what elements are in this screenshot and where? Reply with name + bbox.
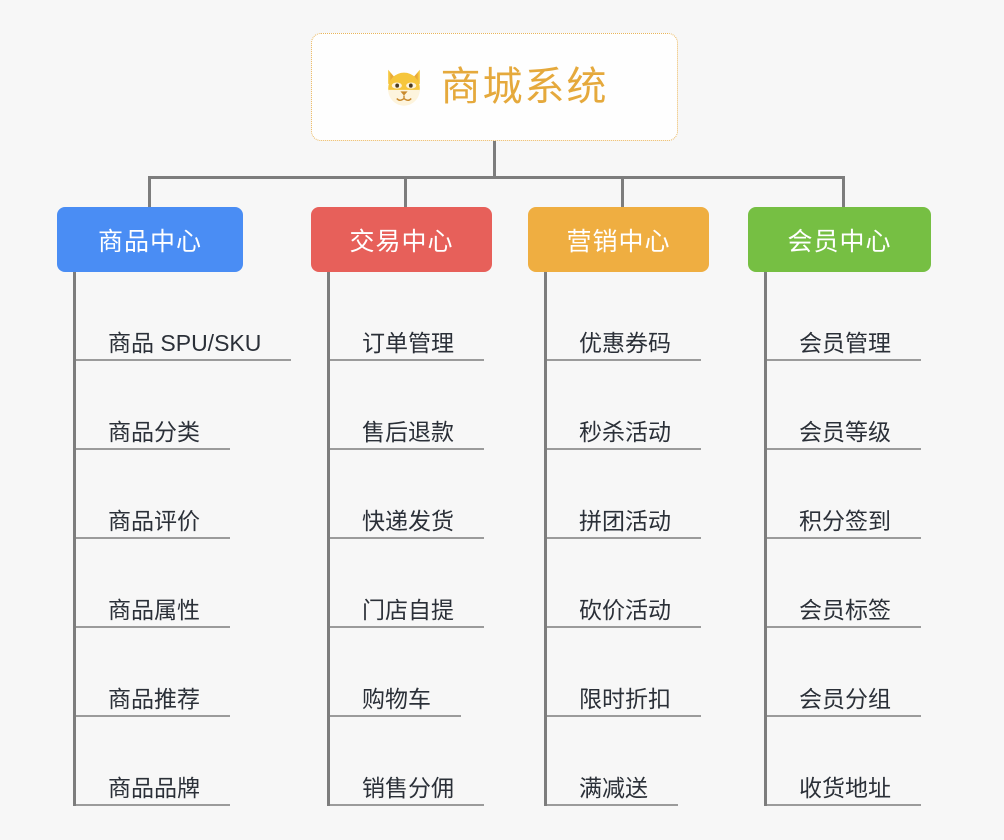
- category-header-product-center[interactable]: 商品中心: [57, 207, 243, 272]
- leaf-item[interactable]: 商品品牌: [73, 717, 261, 806]
- leaf-item-label: 会员分组: [799, 685, 891, 712]
- leaf-item-label: 商品属性: [108, 596, 200, 623]
- leaf-item[interactable]: 快递发货: [327, 450, 484, 539]
- connector-horizontal-bus: [148, 176, 845, 179]
- category-header-trade-center[interactable]: 交易中心: [311, 207, 492, 272]
- leaf-item[interactable]: 门店自提: [327, 539, 484, 628]
- leaf-item-label: 会员标签: [799, 596, 891, 623]
- leaf-item-underline: [76, 715, 230, 717]
- root-node-label: 商城系统: [440, 65, 609, 109]
- category-label: 商品中心: [97, 227, 202, 256]
- leaf-item[interactable]: 商品推荐: [73, 628, 261, 717]
- leaf-item-label: 满减送: [579, 774, 648, 801]
- leaf-item-label: 商品推荐: [108, 685, 200, 712]
- category-header-marketing-center[interactable]: 营销中心: [528, 207, 709, 272]
- leaf-item-label: 商品评价: [108, 507, 200, 534]
- root-node[interactable]: 商城系统: [311, 33, 678, 141]
- leaf-item-underline: [767, 804, 921, 806]
- leaf-item-label: 售后退款: [362, 418, 454, 445]
- leaf-item-underline: [76, 448, 230, 450]
- leaf-item-underline: [76, 537, 230, 539]
- leaf-item-underline: [76, 804, 230, 806]
- category-header-member-center[interactable]: 会员中心: [748, 207, 931, 272]
- leaf-item[interactable]: 商品分类: [73, 361, 261, 450]
- leaf-item-label: 秒杀活动: [579, 418, 671, 445]
- leaf-item[interactable]: 会员分组: [764, 628, 921, 717]
- leaf-item-underline: [767, 359, 921, 361]
- leaf-item[interactable]: 收货地址: [764, 717, 921, 806]
- connector-drop-product-center: [148, 176, 151, 208]
- leaf-item[interactable]: 秒杀活动: [544, 361, 701, 450]
- leaf-item-label: 商品 SPU/SKU: [108, 329, 262, 356]
- leaf-item-label: 优惠券码: [579, 329, 671, 356]
- leaf-item-underline: [767, 537, 921, 539]
- leaf-item-label: 购物车: [362, 685, 431, 712]
- leaf-item-underline: [330, 715, 461, 717]
- leaf-item-underline: [330, 359, 484, 361]
- leaf-item-label: 积分签到: [799, 507, 891, 534]
- leaf-item-underline: [547, 537, 701, 539]
- leaf-item[interactable]: 商品属性: [73, 539, 261, 628]
- leaf-item-underline: [330, 537, 484, 539]
- shiba-dog-face-icon: [381, 64, 427, 110]
- leaf-item[interactable]: 满减送: [544, 717, 678, 806]
- leaf-item[interactable]: 优惠券码: [544, 272, 701, 361]
- leaf-item-underline: [547, 804, 678, 806]
- category-label: 会员中心: [787, 227, 892, 256]
- leaf-item-label: 收货地址: [799, 774, 891, 801]
- connector-drop-trade-center: [404, 176, 407, 208]
- leaf-item[interactable]: 会员标签: [764, 539, 921, 628]
- leaf-item-label: 限时折扣: [579, 685, 671, 712]
- leaf-item-label: 砍价活动: [579, 596, 671, 623]
- leaf-column-member-center: 会员管理会员等级积分签到会员标签会员分组收货地址: [764, 272, 921, 806]
- leaf-item-label: 会员管理: [799, 329, 891, 356]
- leaf-item-underline: [767, 448, 921, 450]
- leaf-column-marketing-center: 优惠券码秒杀活动拼团活动砍价活动限时折扣满减送: [544, 272, 701, 806]
- connector-root-stem: [493, 141, 496, 178]
- leaf-item-underline: [547, 359, 701, 361]
- leaf-item-label: 快递发货: [362, 507, 454, 534]
- leaf-column-product-center: 商品 SPU/SKU 商品分类商品评价商品属性商品推荐商品品牌: [73, 272, 291, 806]
- connector-drop-member-center: [842, 176, 845, 208]
- leaf-item[interactable]: 购物车: [327, 628, 461, 717]
- leaf-item[interactable]: 砍价活动: [544, 539, 701, 628]
- leaf-item-label: 订单管理: [362, 329, 454, 356]
- leaf-item-underline: [547, 448, 701, 450]
- leaf-item-label: 商品分类: [108, 418, 200, 445]
- leaf-item-underline: [547, 626, 701, 628]
- category-label: 交易中心: [349, 227, 454, 256]
- leaf-item[interactable]: 限时折扣: [544, 628, 701, 717]
- leaf-item[interactable]: 会员等级: [764, 361, 921, 450]
- leaf-item[interactable]: 订单管理: [327, 272, 484, 361]
- category-label: 营销中心: [566, 227, 671, 256]
- leaf-item[interactable]: 积分签到: [764, 450, 921, 539]
- leaf-item[interactable]: 会员管理: [764, 272, 921, 361]
- leaf-item[interactable]: 售后退款: [327, 361, 484, 450]
- leaf-item-underline: [767, 715, 921, 717]
- leaf-item-underline: [767, 626, 921, 628]
- leaf-item-underline: [330, 626, 484, 628]
- leaf-item-underline: [330, 448, 484, 450]
- leaf-item-label: 门店自提: [362, 596, 454, 623]
- leaf-item-label: 会员等级: [799, 418, 891, 445]
- leaf-item-label: 商品品牌: [108, 774, 200, 801]
- leaf-item-label: 销售分佣: [362, 774, 454, 801]
- connector-drop-marketing-center: [621, 176, 624, 208]
- leaf-item-underline: [330, 804, 484, 806]
- leaf-item[interactable]: 商品评价: [73, 450, 261, 539]
- leaf-item[interactable]: 商品 SPU/SKU: [73, 272, 291, 361]
- leaf-item-underline: [547, 715, 701, 717]
- leaf-column-trade-center: 订单管理售后退款快递发货门店自提购物车销售分佣: [327, 272, 484, 806]
- leaf-item[interactable]: 销售分佣: [327, 717, 484, 806]
- leaf-item[interactable]: 拼团活动: [544, 450, 701, 539]
- leaf-item-label: 拼团活动: [579, 507, 671, 534]
- leaf-item-underline: [76, 626, 230, 628]
- leaf-item-underline: [76, 359, 291, 361]
